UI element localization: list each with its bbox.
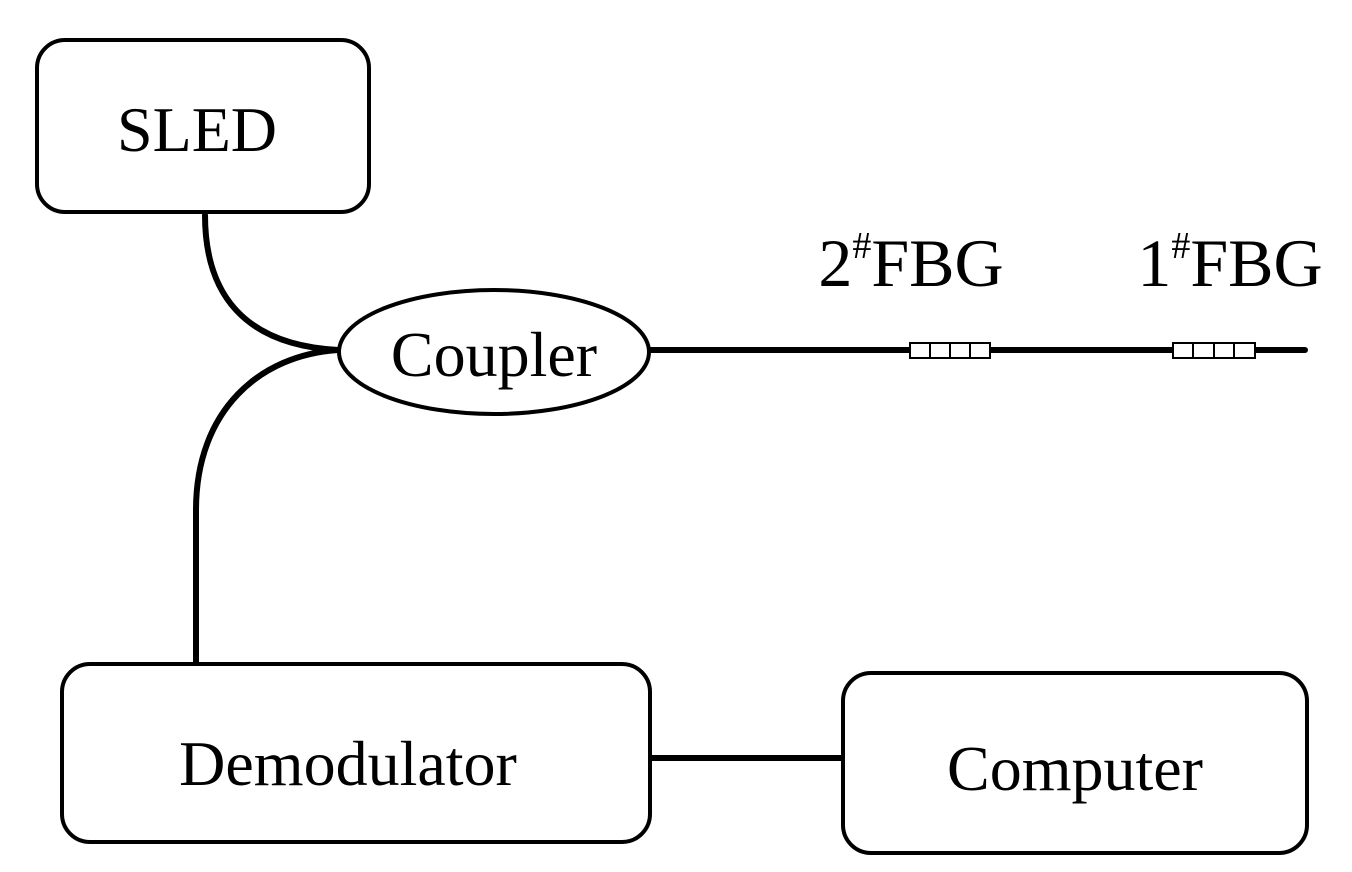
- fbg-2-number: 2: [818, 225, 852, 301]
- computer-box: [841, 671, 1309, 855]
- demodulator-box: [60, 662, 652, 844]
- fbg-1-number: 1: [1137, 225, 1171, 301]
- computer-label: Computer: [947, 733, 1203, 804]
- demodulator-to-coupler-fiber: [193, 347, 341, 665]
- sled-label: SLED: [117, 94, 277, 165]
- coupler-label: Coupler: [391, 319, 597, 390]
- fbg-1-label: 1#FBG: [1137, 225, 1322, 301]
- sled-box: [35, 38, 371, 214]
- fbg-2-mark: #: [852, 225, 871, 267]
- fbg-2-grating: [909, 342, 991, 359]
- fbg-1-mark: #: [1171, 225, 1190, 267]
- sled-to-coupler-fiber: [202, 212, 341, 353]
- demodulator-label: Demodulator: [179, 728, 517, 799]
- fbg-1-grating: [1172, 342, 1256, 359]
- fbg-2-label: 2#FBG: [818, 225, 1003, 301]
- fbg-2-name: FBG: [871, 225, 1003, 301]
- coupler-ellipse: [337, 288, 651, 416]
- fbg-1-name: FBG: [1190, 225, 1322, 301]
